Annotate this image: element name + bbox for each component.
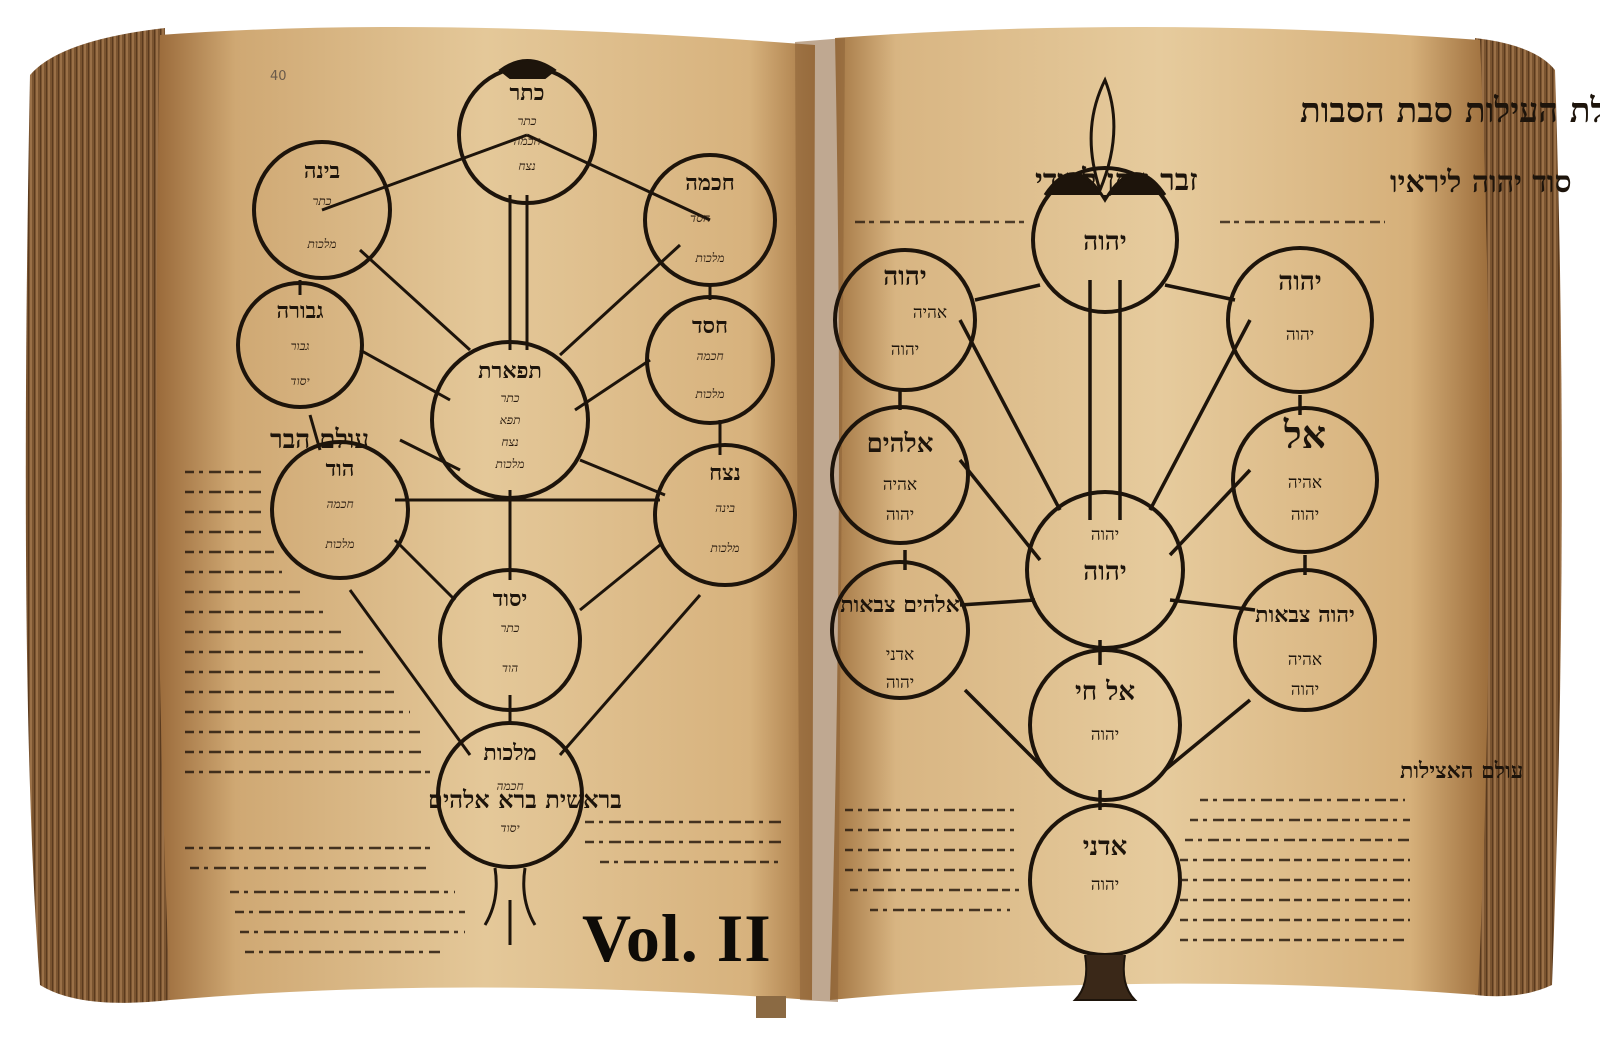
- label-yesod: יסוד: [493, 586, 528, 612]
- r-inner-mr-2: יהוה: [1291, 505, 1319, 525]
- right-label-low-right: יהוה צבאות: [1255, 602, 1355, 628]
- right-inner-words: אהיה יהוה יהוה אהיה יהוה אהיה יהוה אדני …: [883, 303, 1322, 895]
- malkhut-inner-1: חכמה: [496, 779, 523, 793]
- left-page-stack: [25, 28, 170, 1003]
- chesed-inner-1: חכמה: [696, 349, 723, 363]
- keter-inner-1: כתר: [517, 114, 536, 128]
- right-label-upper-right: יהוה: [1278, 267, 1321, 297]
- label-chokhmah: חכמה: [685, 170, 734, 196]
- r-inner-mr-1: אהיה: [1288, 473, 1322, 493]
- label-tiferet: תפארת: [478, 358, 542, 384]
- right-page-title: עלת העילות סבת הסבות: [1300, 91, 1600, 131]
- label-binah: בינה: [304, 158, 340, 184]
- chesed-inner-2: מלכות: [695, 387, 725, 401]
- right-label-lower-center: אל חי: [1075, 677, 1135, 707]
- right-flame-ornament: [1089, 76, 1116, 195]
- keter-inner-3: נצח: [518, 159, 535, 173]
- chokhmah-inner-1: חסד: [690, 211, 710, 225]
- right-label-mid-left: אלהים: [867, 429, 934, 459]
- r-inner-ul-1: אהיה: [913, 303, 947, 323]
- chokhmah-inner-2: מלכות: [695, 251, 725, 265]
- right-label-upper-left: יהוה: [883, 262, 926, 292]
- r-inner-ul-2: יהוה: [891, 340, 919, 360]
- right-tree-paths: [898, 280, 1307, 810]
- r-inner-ml-1: אהיה: [883, 475, 917, 495]
- hod-inner-1: חכמה: [326, 497, 353, 511]
- right-label-center: יהוה: [1083, 557, 1126, 587]
- left-sefirot-labels: כתר בינה חכמה גבורה חסד תפארת הוד נצח יס…: [277, 80, 741, 766]
- left-root-ornament: [483, 867, 537, 945]
- netzach-inner-2: מלכות: [710, 541, 740, 555]
- r-inner-lr-2: יהוה: [1291, 680, 1319, 700]
- label-chesed: חסד: [692, 313, 728, 339]
- left-tree-paths: [298, 133, 722, 756]
- tiferet-inner-4: מלכות: [495, 457, 525, 471]
- left-tree-circles: [236, 65, 797, 869]
- left-margin-text: עולם הבר בראשית ברא אלהים: [185, 425, 785, 954]
- tiferet-inner-2: תפא: [500, 413, 521, 427]
- label-keter: כתר: [510, 80, 545, 106]
- left-scribal-lines: [185, 470, 785, 954]
- label-netzach: נצח: [709, 460, 741, 486]
- right-margin-text: עולם האצילות: [845, 758, 1523, 942]
- malkhut-inner-2: יסוד: [500, 821, 519, 835]
- r-inner-ur-1: יהוה: [1286, 325, 1314, 345]
- right-root-ornament: [1072, 954, 1138, 1001]
- right-tree-diagram: [830, 76, 1379, 1001]
- right-subtitle-right: סוד יהוה ליראיו: [1390, 165, 1572, 200]
- binah-inner-2: מלכות: [307, 237, 337, 251]
- r-inner-ll-1: אדני: [886, 645, 914, 665]
- gevurah-inner-2: יסוד: [290, 374, 309, 388]
- folio-number: 40: [270, 69, 287, 84]
- r-inner-lc-1: יהוה: [1091, 725, 1119, 745]
- tiferet-inner-3: נצח: [501, 435, 518, 449]
- bookmark-ribbon: [756, 996, 786, 1018]
- left-side-heading: עולם הבר: [270, 425, 369, 455]
- r-inner-ml-2: יהוה: [886, 505, 914, 525]
- right-crown-ornament: [1043, 172, 1167, 203]
- right-label-low-left: אלהים צבאות: [840, 592, 960, 618]
- r-inner-b-1: יהוה: [1091, 875, 1119, 895]
- left-bottom-heading: בראשית ברא אלהים: [428, 785, 622, 814]
- right-label-mid-right: אל: [1283, 412, 1326, 457]
- label-gevurah: גבורה: [277, 298, 324, 324]
- netzach-inner-1: בינה: [715, 501, 735, 515]
- yesod-inner-1: כתר: [500, 621, 519, 635]
- binah-inner-1: כתר: [312, 194, 331, 208]
- label-malkhut: מלכות: [483, 740, 536, 766]
- label-hod: הוד: [326, 456, 355, 482]
- right-page-stack: [1475, 38, 1562, 997]
- left-tree-diagram: [236, 59, 797, 945]
- right-circle-labels: יהוה יהוה יהוה אלהים אל יהוה אלהים צבאות…: [840, 227, 1355, 862]
- r-inner-lr-1: אהיה: [1288, 650, 1322, 670]
- yesod-inner-2: הוד: [502, 661, 518, 675]
- right-scribal-lines: [845, 798, 1410, 942]
- right-label-top: יהוה: [1083, 227, 1126, 257]
- r-inner-c-1: יהוה: [1091, 525, 1119, 545]
- left-crown-ornament: [498, 59, 557, 79]
- gevurah-inner-1: גבור: [291, 339, 310, 353]
- hod-inner-2: מלכות: [325, 537, 355, 551]
- tiferet-inner-1: כתר: [500, 391, 519, 405]
- keter-inner-2: חכמה: [513, 134, 540, 148]
- gutter-shadow: [795, 38, 845, 1002]
- right-side-heading: עולם האצילות: [1400, 758, 1523, 784]
- r-inner-ll-2: יהוה: [886, 673, 914, 693]
- left-inner-words: כתר חכמה נצח כתר מלכות חסד מלכות גבור יס…: [290, 114, 739, 835]
- right-label-bottom: אדני: [1083, 832, 1127, 862]
